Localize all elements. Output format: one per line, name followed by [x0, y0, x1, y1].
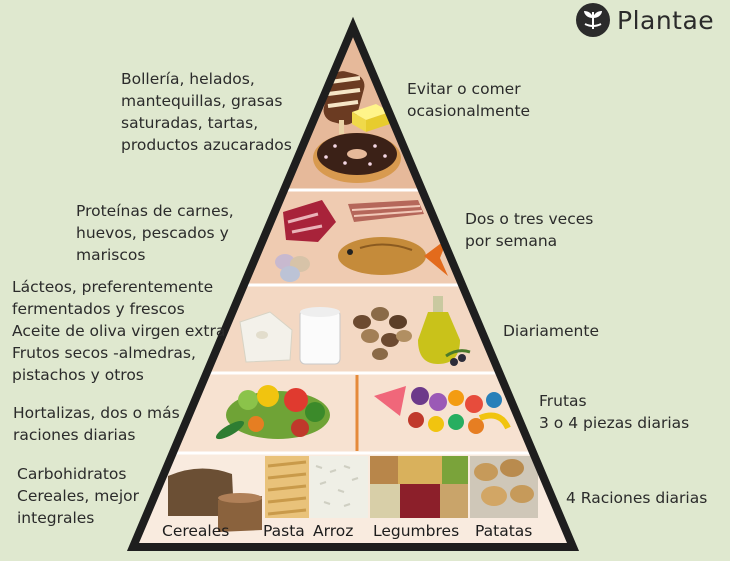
legumes-icon [370, 456, 468, 518]
plantae-leaf-logo-icon [576, 3, 610, 37]
olive-oil-bottle-icon [418, 296, 471, 366]
base-label-pasta: Pasta [263, 522, 305, 540]
pyramid-outline [126, 16, 580, 551]
fruits-icon [374, 386, 511, 434]
base-label-arroz: Arroz [313, 522, 354, 540]
rice-icon [310, 456, 368, 518]
tier-3-frequency-label: Diariamente [503, 322, 599, 340]
base-label-cereales: Cereales [162, 522, 230, 540]
potatoes-icon [470, 456, 538, 518]
base-label-legumbres: Legumbres [373, 522, 460, 540]
milk-glass-icon [299, 307, 341, 365]
vegetables-icon [215, 385, 330, 440]
bread-icon [168, 468, 262, 532]
pasta-icon [265, 456, 309, 518]
brand-name: Plantae [617, 5, 715, 35]
nuts-icon [353, 307, 412, 360]
steak-icon [283, 200, 336, 242]
base-label-patatas: Patatas [475, 522, 533, 540]
tier-4-background [133, 373, 573, 453]
eggs-icon [275, 254, 310, 282]
donut-icon [313, 133, 401, 183]
butter-icon [352, 104, 390, 132]
brand-logo: Plantae [575, 2, 714, 38]
bacon-icon [348, 200, 424, 222]
tier-5-frequency-label: 4 Raciones diarias [566, 489, 708, 507]
cheese-icon [239, 311, 293, 363]
